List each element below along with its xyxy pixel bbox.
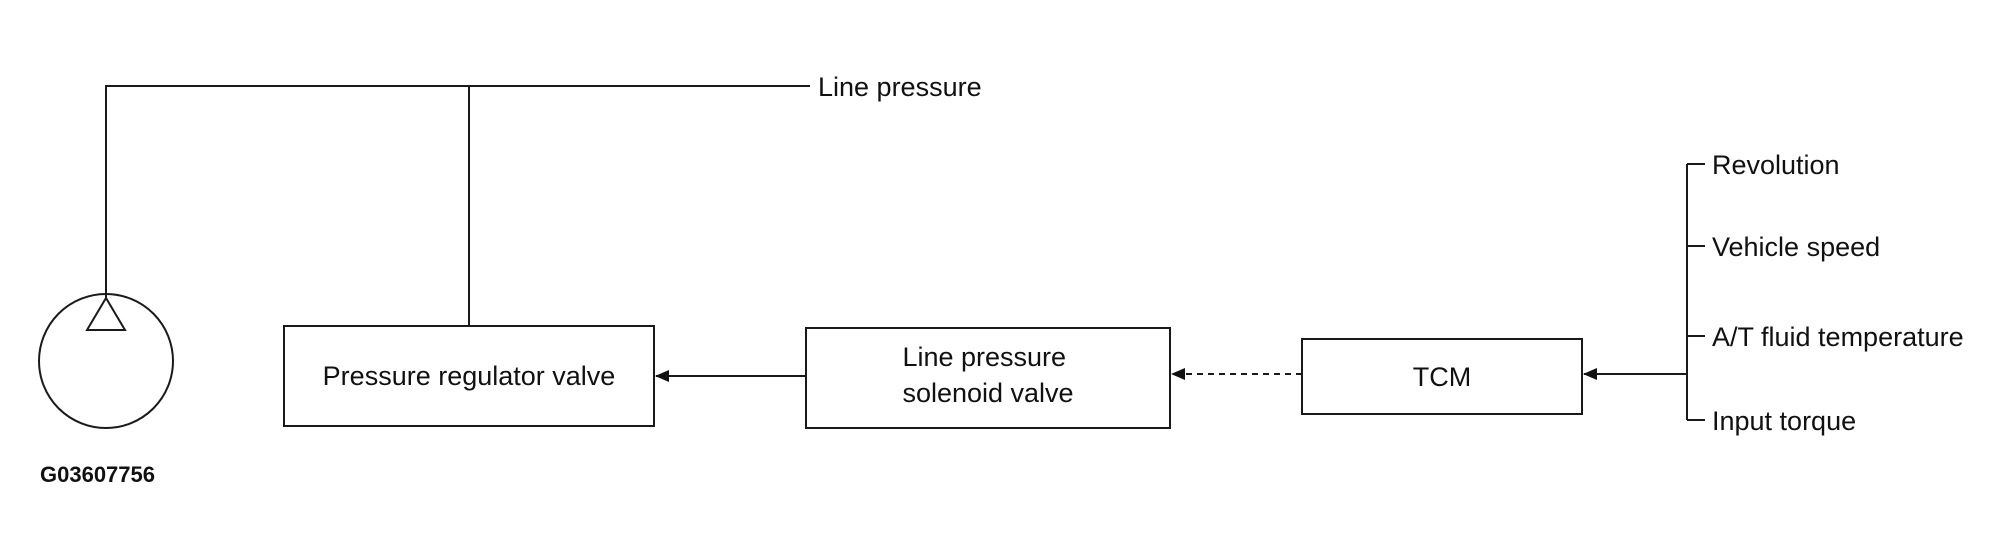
tcm-label: TCM (1413, 362, 1471, 392)
tcm-block: TCM (1301, 338, 1583, 415)
input-label-input-torque: Input torque (1712, 406, 1856, 436)
input-label-revolution: Revolution (1712, 150, 1840, 180)
line-pressure-label: Line pressure (818, 72, 982, 102)
pressure-regulator-valve-label: Pressure regulator valve (323, 361, 616, 391)
line-pressure-solenoid-valve-block: Line pressure solenoid valve (805, 327, 1171, 429)
input-label-vehicle-speed: Vehicle speed (1712, 232, 1880, 262)
line-pressure-circuit-line (105, 85, 810, 298)
oil-pump-icon (38, 293, 174, 429)
pressure-regulator-valve-block: Pressure regulator valve (283, 325, 655, 427)
input-label-at-fluid-temperature: A/T fluid temperature (1712, 322, 1964, 352)
line-pressure-solenoid-valve-label: Line pressure solenoid valve (902, 342, 1073, 408)
figure-code: G03607756 (40, 462, 155, 487)
